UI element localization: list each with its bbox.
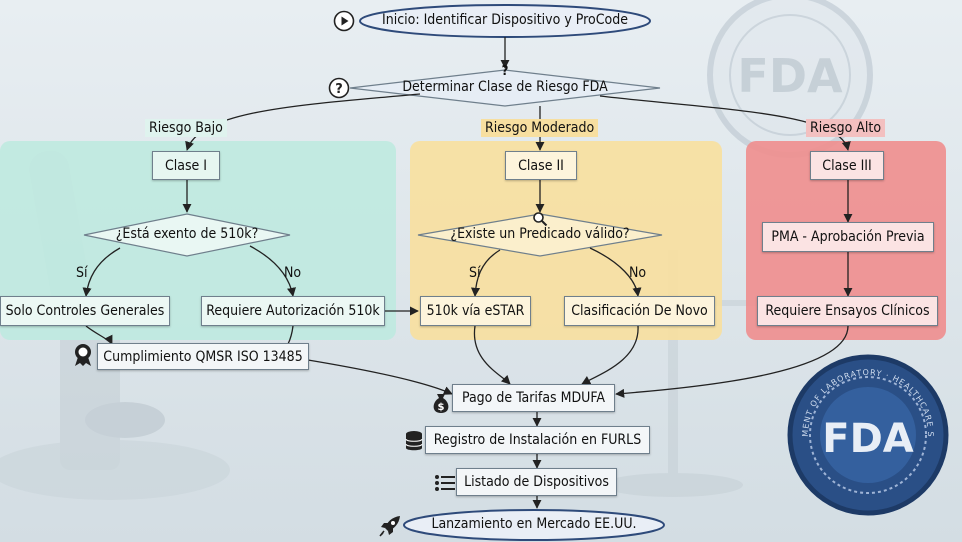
furls-registration-node: Registro de Instalación en FURLS xyxy=(425,426,650,454)
launch-oval xyxy=(403,509,665,541)
de-novo-node: Clasificación De Novo xyxy=(564,296,715,326)
risk-diamond xyxy=(349,69,661,107)
award-icon xyxy=(72,343,94,371)
class2-yes-label: Sí xyxy=(469,265,481,281)
risk-decision-node: Determinar Clase de Riesgo FDA xyxy=(402,79,608,95)
mdufa-fees-node: Pago de Tarifas MDUFA xyxy=(452,384,615,412)
device-listing-node: Listado de Dispositivos xyxy=(456,468,617,496)
fda-seal-watermark-text: FDA xyxy=(737,49,843,103)
class2-node: Clase II xyxy=(505,151,577,180)
fda-seal-badge-text: FDA xyxy=(822,416,914,462)
branch-moderate-label: Riesgo Moderado xyxy=(481,119,599,137)
svg-text:$: $ xyxy=(438,402,445,413)
start-node: Inicio: Identificar Dispositivo y ProCod… xyxy=(382,12,628,28)
general-controls-node: Solo Controles Generales xyxy=(0,296,170,326)
class2-no-label: No xyxy=(629,265,647,281)
launch-node: Lanzamiento en Mercado EE.UU. xyxy=(431,516,637,532)
clinical-trials-node: Requiere Ensayos Clínicos xyxy=(757,296,938,326)
pma-node: PMA - Aprobación Previa xyxy=(762,222,934,252)
money-bag-icon: $ xyxy=(430,391,452,419)
class1-node: Clase I xyxy=(152,151,220,180)
risk-decision-mark: ? xyxy=(501,64,509,79)
rocket-icon xyxy=(378,514,402,542)
510k-required-node: Requiere Autorización 510k xyxy=(201,296,385,326)
database-icon xyxy=(404,430,424,456)
play-icon xyxy=(333,10,355,36)
svg-text:?: ? xyxy=(335,82,343,97)
510k-estar-node: 510k vía eSTAR xyxy=(420,296,531,326)
class1-yes-label: Sí xyxy=(76,265,88,281)
qmsr-compliance-node: Cumplimiento QMSR ISO 13485 xyxy=(97,343,309,370)
branch-high-label: Riesgo Alto xyxy=(806,119,886,137)
magnifier-icon xyxy=(532,211,548,231)
class1-question: ¿Está exento de 510k? xyxy=(115,226,259,242)
connectors xyxy=(82,37,853,509)
question-circle-icon: ? xyxy=(328,77,350,103)
branch-low-label: Riesgo Bajo xyxy=(145,119,227,137)
class2-question: ¿Existe un Predicado válido? xyxy=(450,226,630,242)
class3-node: Clase III xyxy=(810,151,884,180)
class2-diamond xyxy=(417,213,663,257)
class1-no-label: No xyxy=(284,265,302,281)
list-icon xyxy=(434,473,456,497)
class1-diamond xyxy=(83,213,291,257)
